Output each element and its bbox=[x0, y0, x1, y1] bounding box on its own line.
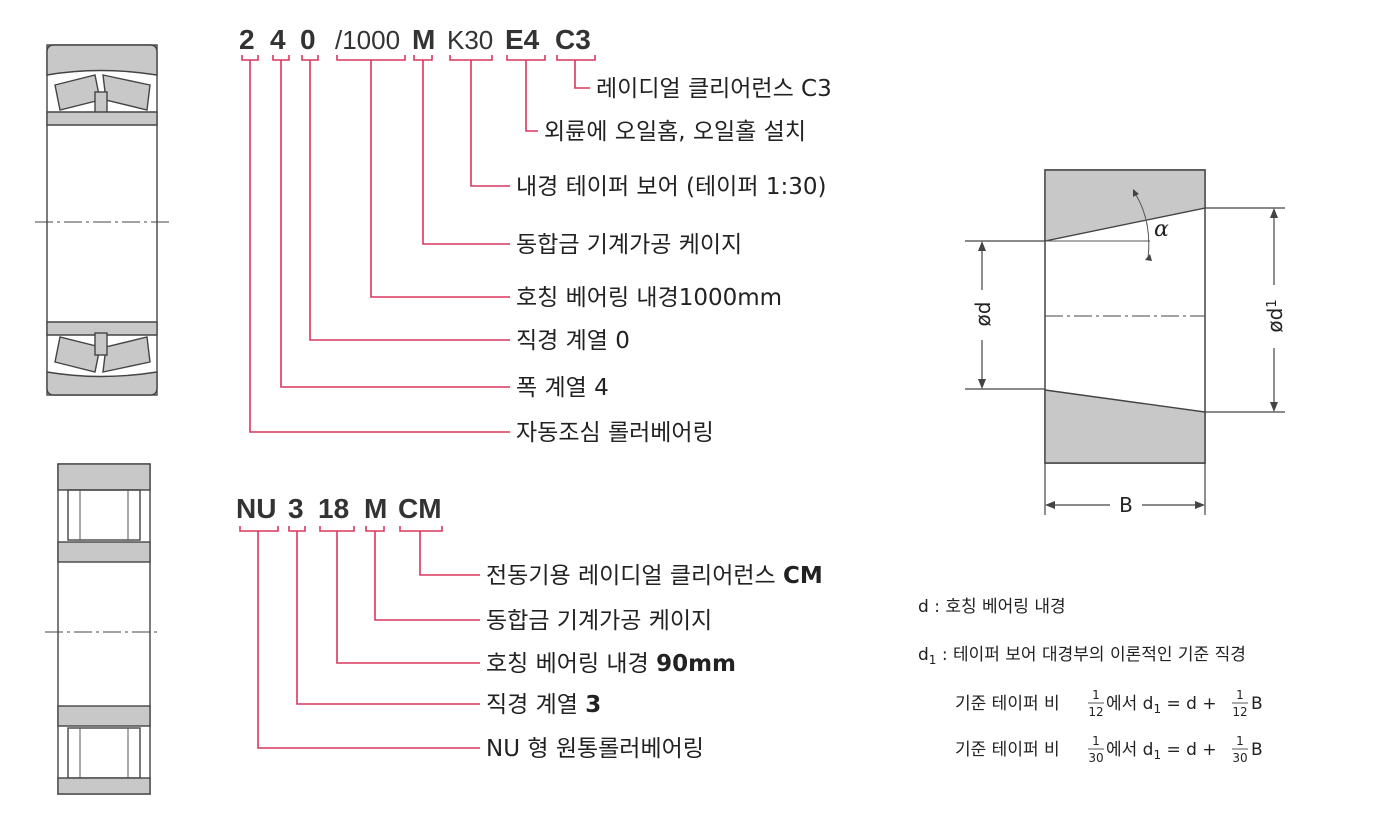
b-label: B bbox=[1119, 493, 1133, 517]
svg-text:B: B bbox=[1251, 694, 1263, 714]
label-tapered-bore: 내경 테이퍼 보어 (테이퍼 1:30) bbox=[516, 174, 826, 200]
label-bearing-type: NU 형 원통롤러베어링 bbox=[486, 736, 704, 762]
svg-text:12: 12 bbox=[1232, 705, 1247, 719]
svg-text:B: B bbox=[1251, 740, 1263, 760]
svg-text:12: 12 bbox=[1088, 705, 1103, 719]
label-radial-clearance-c3: 레이디얼 클리어런스 C3 bbox=[596, 76, 832, 102]
formula-2: 기준 테이퍼 비 1 30 에서 d1 = d + 1 30 B bbox=[955, 734, 1263, 765]
svg-text:기준 테이퍼 비: 기준 테이퍼 비 bbox=[955, 694, 1060, 714]
svg-text:기준 테이퍼 비: 기준 테이퍼 비 bbox=[955, 740, 1060, 760]
code-part: M bbox=[364, 493, 387, 524]
label-cage: 동합금 기계가공 케이지 bbox=[516, 232, 742, 258]
cylindrical-roller-bearing-section bbox=[45, 463, 160, 795]
code-part: K30 bbox=[447, 25, 493, 55]
note-d-definition: d : 호칭 베어링 내경 bbox=[918, 597, 1066, 617]
label-diameter-series: 직경 계열 3 bbox=[486, 692, 601, 718]
code-part: 2 bbox=[239, 24, 255, 55]
code-part: 0 bbox=[300, 24, 316, 55]
code-part: NU bbox=[236, 493, 276, 524]
label-cage: 동합금 기계가공 케이지 bbox=[486, 608, 712, 634]
label-diameter-series: 직경 계열 0 bbox=[516, 328, 630, 354]
code-part: /1000 bbox=[335, 25, 400, 55]
label-motor-clearance: 전동기용 레이디얼 클리어런스 CM bbox=[486, 563, 823, 589]
spherical-roller-bearing-section bbox=[35, 44, 170, 396]
svg-text:1: 1 bbox=[1236, 734, 1244, 748]
d1-label: ød1 bbox=[1263, 299, 1287, 332]
d-label: ød bbox=[971, 302, 995, 327]
designation-2: NU 3 18 M CM 전동기용 레이디얼 클리어런스 CM 동합금 기계가공… bbox=[236, 493, 823, 762]
svg-text:에서 d1 = d +: 에서 d1 = d + bbox=[1106, 740, 1217, 762]
code-part: CM bbox=[398, 493, 442, 524]
alpha-label: α bbox=[1154, 217, 1169, 242]
label-bearing-type: 자동조심 롤러베어링 bbox=[516, 420, 714, 446]
tapered-bore-diagram: α ød ød1 B bbox=[965, 169, 1287, 517]
code-part: M bbox=[412, 24, 435, 55]
label-width-series: 폭 계열 4 bbox=[516, 375, 609, 401]
svg-text:에서 d1 = d +: 에서 d1 = d + bbox=[1106, 694, 1217, 716]
designation-1: 2 4 0 /1000 M K30 E4 C3 레이디얼 클리어런스 C3 외륜… bbox=[239, 24, 832, 446]
code-part: E4 bbox=[505, 24, 540, 55]
svg-text:1: 1 bbox=[1236, 688, 1244, 702]
code-part: C3 bbox=[555, 24, 591, 55]
notes: d : 호칭 베어링 내경 d1 : 테이퍼 보어 대경부의 이론적인 기준 직… bbox=[918, 597, 1263, 765]
label-bore-diameter: 호칭 베어링 내경1000mm bbox=[516, 285, 782, 311]
code-part: 3 bbox=[288, 493, 304, 524]
svg-text:1: 1 bbox=[1092, 688, 1100, 702]
code-part: 4 bbox=[270, 24, 286, 55]
svg-text:30: 30 bbox=[1088, 751, 1103, 765]
formula-1: 기준 테이퍼 비 1 12 에서 d1 = d + 1 12 B bbox=[955, 688, 1263, 719]
code-part: 18 bbox=[318, 493, 349, 524]
svg-text:30: 30 bbox=[1232, 751, 1247, 765]
label-oil-groove: 외륜에 오일홈, 오일홀 설치 bbox=[544, 119, 806, 145]
note-d1-definition: d1 : 테이퍼 보어 대경부의 이론적인 기준 직경 bbox=[918, 645, 1246, 667]
svg-text:1: 1 bbox=[1092, 734, 1100, 748]
label-bore-diameter: 호칭 베어링 내경 90mm bbox=[486, 651, 736, 677]
